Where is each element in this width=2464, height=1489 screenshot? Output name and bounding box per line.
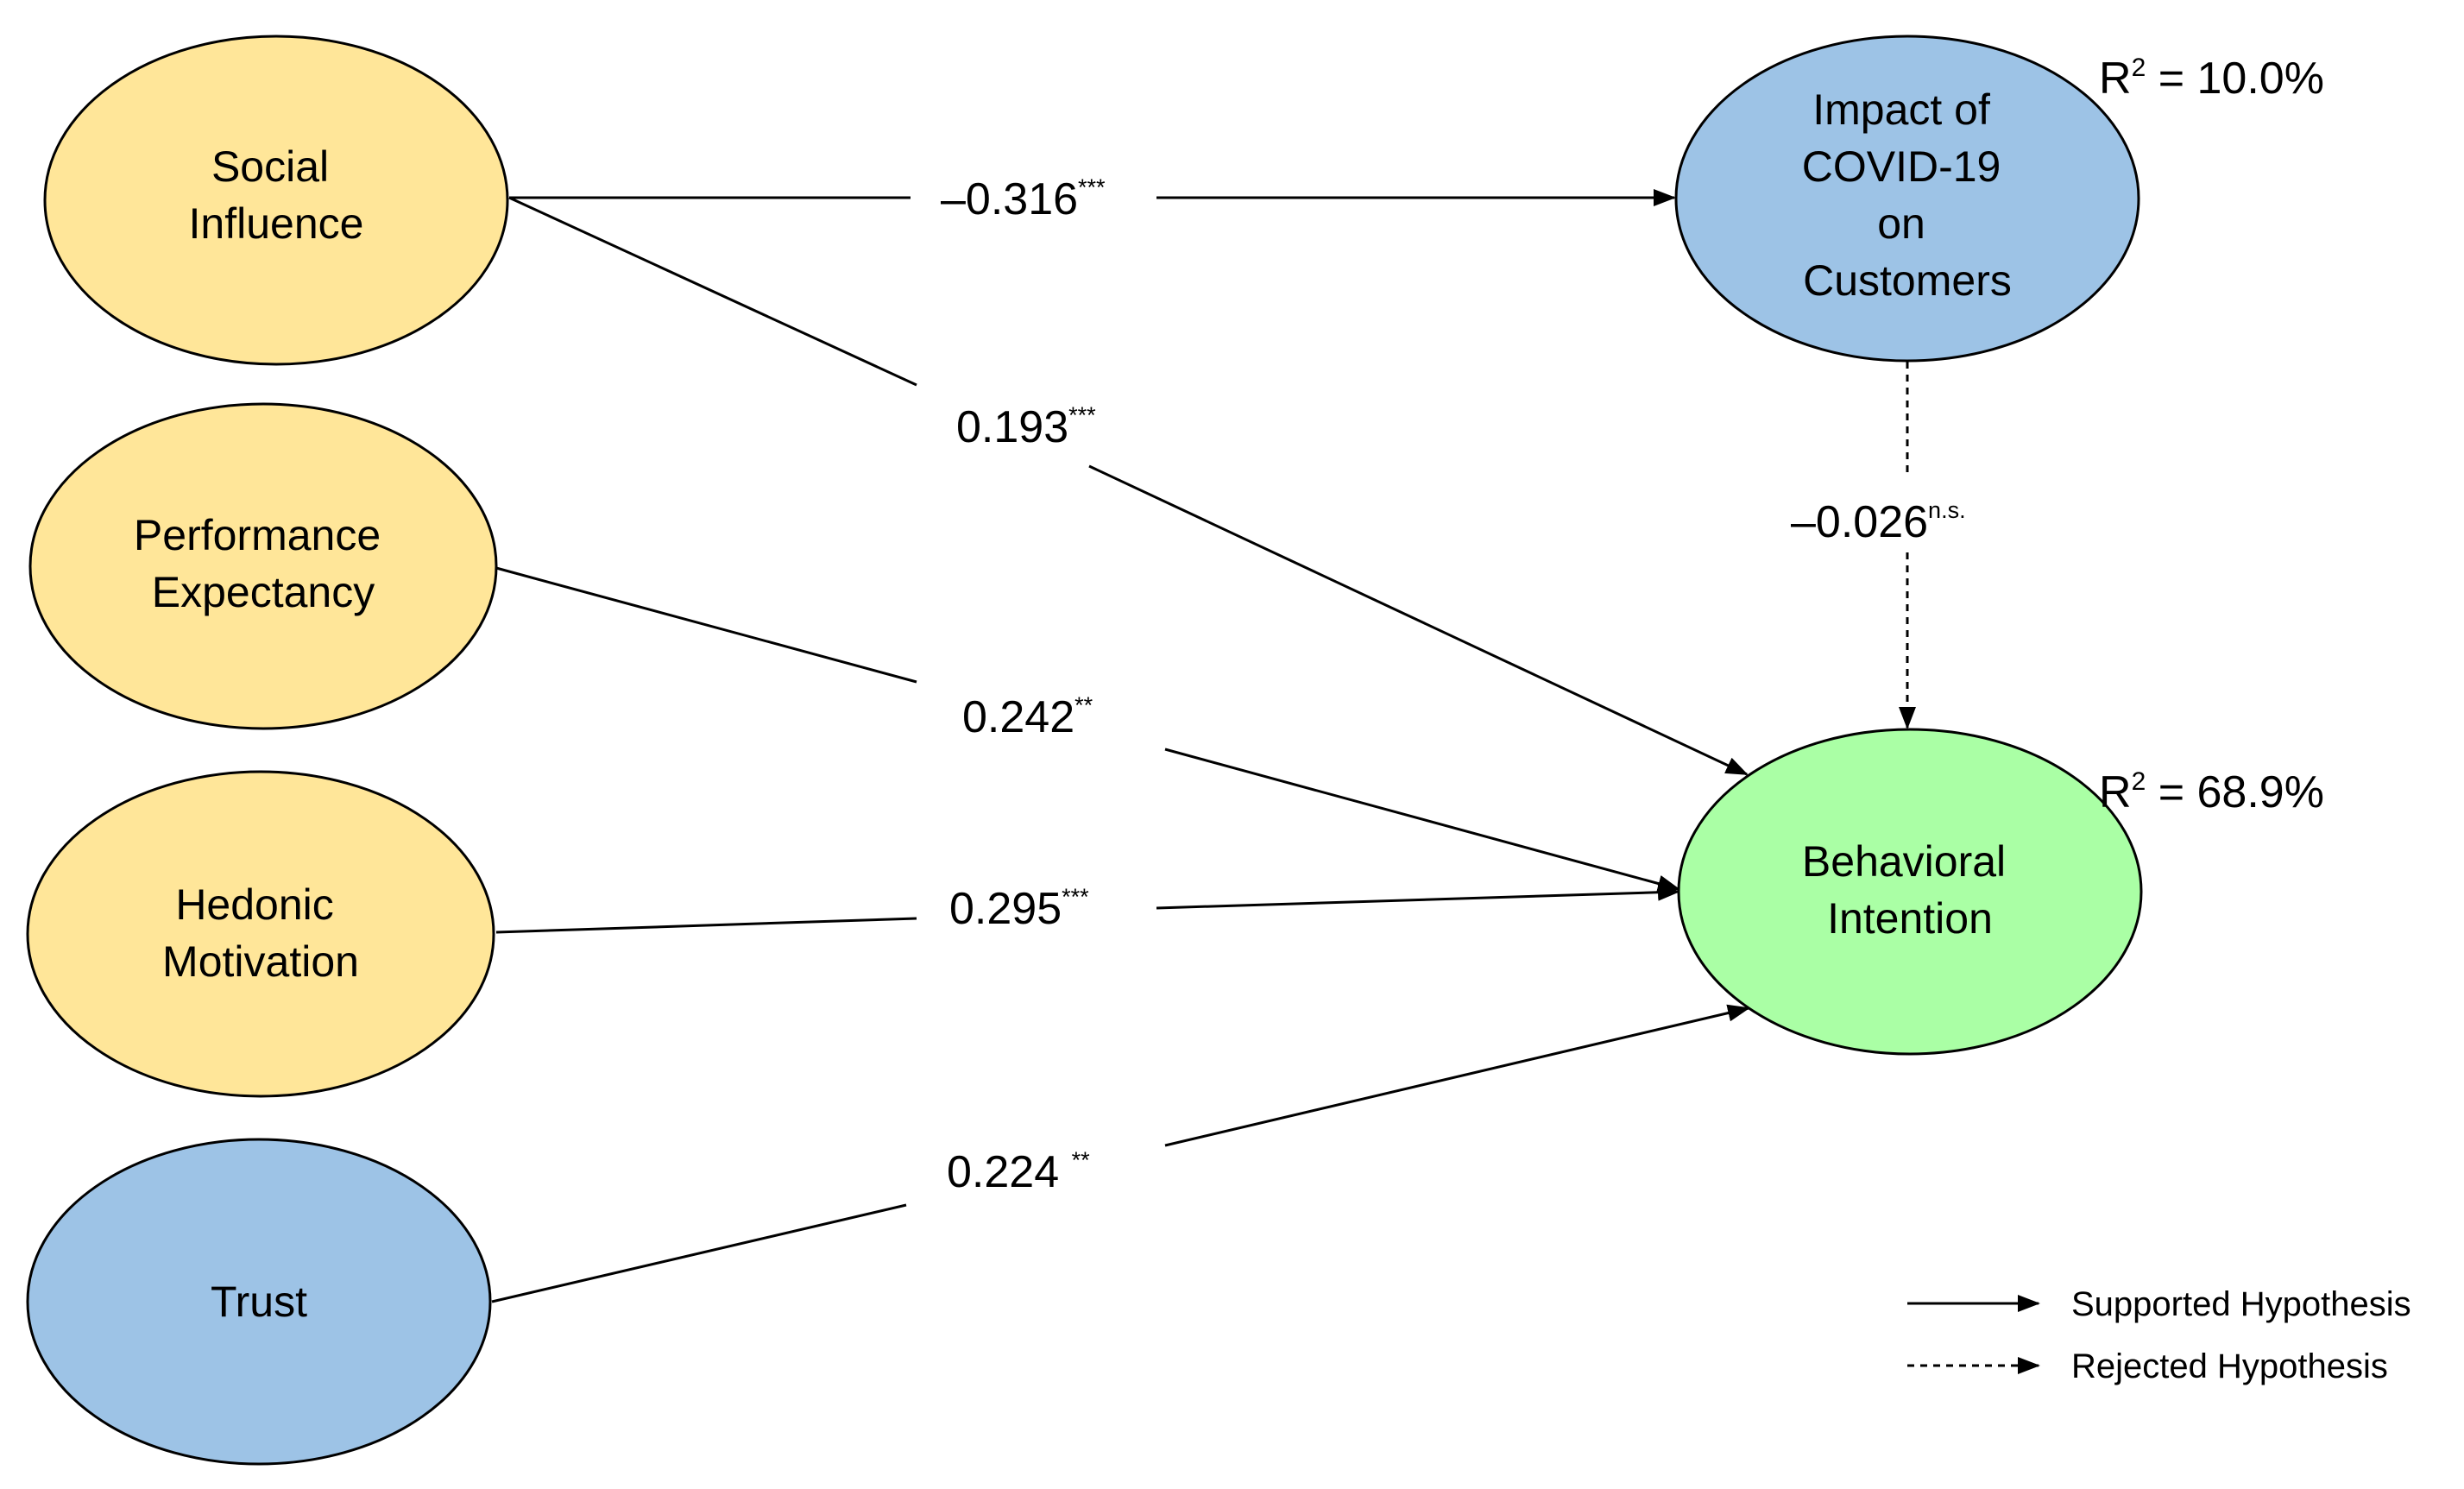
r2-impact-suffix: = 10.0% bbox=[2146, 54, 2324, 104]
node-trust: Trust bbox=[26, 1138, 492, 1466]
coef-trust-bi: 0.224 ** bbox=[947, 1147, 1090, 1197]
node-social-influence-label: Social Influence bbox=[189, 142, 364, 248]
node-hedonic-motivation-line-2: Motivation bbox=[162, 937, 359, 986]
coef-trust-bi-value: 0.224 bbox=[947, 1147, 1072, 1197]
legend: Supported Hypothesis Rejected Hypothesis bbox=[1907, 1285, 2411, 1385]
legend-rejected-label: Rejected Hypothesis bbox=[2071, 1347, 2388, 1385]
path-hm-bi-line-a bbox=[495, 917, 917, 934]
node-impact-covid-line-1: Impact of bbox=[1812, 85, 1990, 134]
path-si-bi-line-a bbox=[508, 196, 917, 387]
r2-behavioral: R2 = 68.9% bbox=[2099, 767, 2324, 817]
coef-si-impact-sig: *** bbox=[1078, 174, 1106, 200]
node-performance-expectancy: Performance Expectancy bbox=[28, 402, 498, 730]
node-impact-covid-line-3: on bbox=[1877, 199, 1925, 248]
coef-si-impact: ‒0.316*** bbox=[941, 174, 1106, 224]
r2-behavioral-suffix: = 68.9% bbox=[2146, 767, 2324, 817]
path-trust-bi-line-a bbox=[491, 1203, 907, 1303]
r2-impact-prefix: R bbox=[2099, 54, 2132, 104]
node-social-influence-shape bbox=[43, 35, 509, 366]
node-hedonic-motivation: Hedonic Motivation bbox=[26, 770, 495, 1098]
node-behavioral-intention: Behavioral Intention bbox=[1677, 728, 2143, 1056]
node-hedonic-motivation-line-1: Hedonic bbox=[175, 880, 333, 929]
legend-supported-label: Supported Hypothesis bbox=[2071, 1285, 2411, 1323]
coef-hm-bi-sig: *** bbox=[1062, 884, 1089, 910]
r2-impact-sup: 2 bbox=[2132, 54, 2146, 82]
node-social-influence-line-1: Social bbox=[211, 142, 329, 191]
node-trust-shape bbox=[26, 1138, 492, 1466]
node-behavioral-intention-line-1: Behavioral bbox=[1802, 837, 2006, 886]
node-performance-expectancy-shape bbox=[28, 402, 498, 730]
coef-pe-bi: 0.242** bbox=[962, 692, 1093, 742]
coef-si-bi-sig: *** bbox=[1068, 402, 1096, 428]
coef-impact-bi-sig: n.s. bbox=[1928, 497, 1966, 523]
node-performance-expectancy-line-2: Expectancy bbox=[152, 568, 375, 616]
coef-pe-bi-sig: ** bbox=[1074, 692, 1093, 718]
node-performance-expectancy-line-1: Performance bbox=[134, 511, 381, 559]
node-behavioral-intention-label: Behavioral Intention bbox=[1802, 837, 2018, 943]
node-impact-covid-label: Impact of COVID-19 on Customers bbox=[1802, 85, 2013, 305]
path-pe-bi-line-b bbox=[1164, 748, 1680, 893]
path-hm-bi-line-b bbox=[1156, 883, 1680, 910]
path-trust-bi-line-b bbox=[1164, 1004, 1750, 1147]
coef-si-bi-value: 0.193 bbox=[956, 402, 1068, 452]
r2-behavioral-prefix: R bbox=[2099, 767, 2132, 817]
node-impact-covid-line-2: COVID-19 bbox=[1802, 142, 2001, 191]
r2-behavioral-sup: 2 bbox=[2132, 767, 2146, 796]
coef-impact-bi-value: ‒0.026 bbox=[1791, 497, 1928, 547]
node-trust-label: Trust bbox=[211, 1278, 307, 1326]
node-impact-covid-line-4: Customers bbox=[1803, 256, 2012, 305]
node-impact-covid-shape bbox=[1674, 35, 2140, 363]
coef-hm-bi: 0.295*** bbox=[949, 884, 1089, 934]
coef-trust-bi-sig: ** bbox=[1072, 1147, 1091, 1173]
coef-impact-bi: ‒0.026n.s. bbox=[1791, 497, 1966, 547]
path-si-bi-line-b bbox=[1088, 464, 1749, 776]
node-performance-expectancy-label: Performance Expectancy bbox=[134, 511, 393, 616]
coef-pe-bi-value: 0.242 bbox=[962, 692, 1074, 742]
coef-hm-bi-value: 0.295 bbox=[949, 884, 1062, 934]
node-hedonic-motivation-shape bbox=[26, 770, 495, 1098]
node-hedonic-motivation-label: Hedonic Motivation bbox=[162, 880, 359, 986]
node-behavioral-intention-shape bbox=[1677, 728, 2143, 1056]
node-social-influence-line-2: Influence bbox=[189, 199, 364, 248]
r2-impact: R2 = 10.0% bbox=[2099, 54, 2324, 104]
coef-si-impact-value: ‒0.316 bbox=[941, 174, 1078, 224]
coef-si-bi: 0.193*** bbox=[956, 402, 1096, 452]
node-impact-covid: Impact of COVID-19 on Customers bbox=[1674, 35, 2140, 363]
node-behavioral-intention-line-2: Intention bbox=[1827, 894, 1993, 943]
node-social-influence: Social Influence bbox=[43, 35, 509, 366]
path-pe-bi-line-a bbox=[495, 566, 917, 684]
